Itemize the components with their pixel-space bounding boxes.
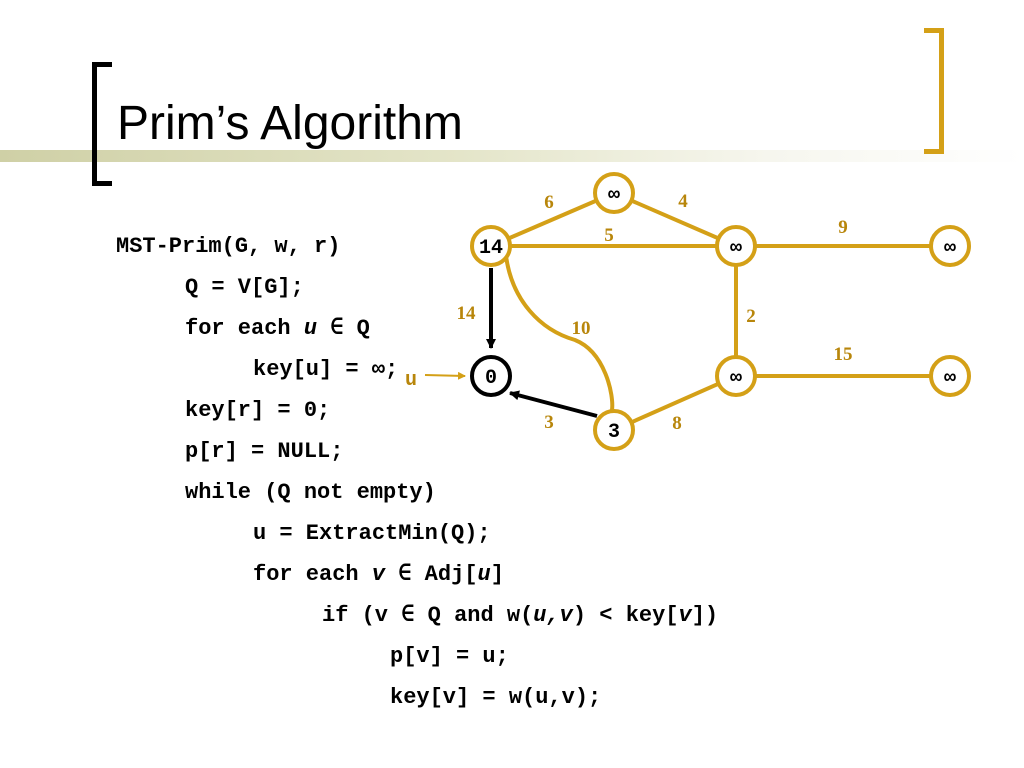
weight-mid-lower-right-lower: 15 xyxy=(834,344,853,365)
weight-left-root: 14 xyxy=(457,303,477,324)
edge-top-mid-upper xyxy=(613,191,737,248)
pseudocode-block: MST-Prim(G, w, r) Q = V[G]; for each u ∈… xyxy=(116,226,718,718)
node-mid-upper xyxy=(715,225,757,267)
node-left-key: 14 xyxy=(479,237,503,260)
weight-top-mid-upper: 4 xyxy=(678,191,688,212)
slide-title: Prim’s Algorithm xyxy=(117,97,463,150)
code-line-parent-root: p[r] = NULL; xyxy=(185,439,344,464)
edge-bottom-mid-lower xyxy=(613,374,737,432)
node-mid-lower xyxy=(715,355,757,397)
node-root xyxy=(470,355,512,397)
node-right-lower-key: ∞ xyxy=(944,367,956,390)
node-mid-lower-key: ∞ xyxy=(730,367,742,390)
node-right-lower xyxy=(929,355,971,397)
title-underline-band xyxy=(0,150,1024,162)
node-right-upper xyxy=(929,225,971,267)
code-line-signature: MST-Prim(G, w, r) xyxy=(116,234,341,259)
edge-left-bottom-curve xyxy=(504,255,615,411)
weight-left-mid-upper: 5 xyxy=(604,225,614,246)
weight-left-top: 6 xyxy=(544,192,554,213)
weight-bottom-mid-lower: 8 xyxy=(672,413,682,434)
code-line-init-queue: Q = V[G]; xyxy=(185,275,304,300)
weight-mid-vertical: 2 xyxy=(746,306,756,327)
code-line-set-key: key[v] = w(u,v); xyxy=(390,685,602,710)
code-line-extract-min: u = ExtractMin(Q); xyxy=(253,521,491,546)
edge-bottom-root-highlight xyxy=(509,390,598,418)
node-bottom xyxy=(593,409,635,451)
code-line-if-condition: if (v ∈ Q and w(u,v) < key[v]) xyxy=(322,603,719,628)
node-right-upper-key: ∞ xyxy=(944,237,956,260)
edge-left-top xyxy=(490,191,615,248)
code-line-for-each-v: for each v ∈ Adj[u] xyxy=(253,562,504,587)
node-root-key: 0 xyxy=(485,367,497,390)
code-line-set-parent: p[v] = u; xyxy=(390,644,509,669)
pointer-u-label: u xyxy=(405,369,417,392)
right-bracket-decoration xyxy=(924,28,944,154)
node-top xyxy=(593,172,635,214)
node-left xyxy=(470,225,512,267)
code-line-while: while (Q not empty) xyxy=(185,480,436,505)
node-mid-upper-key: ∞ xyxy=(730,237,742,260)
weight-mid-upper-right-upper: 9 xyxy=(838,217,848,238)
code-line-key-root: key[r] = 0; xyxy=(185,398,331,423)
weight-root-bottom: 3 xyxy=(544,412,554,433)
node-top-key: ∞ xyxy=(608,184,620,207)
node-bottom-key: 3 xyxy=(608,421,620,444)
code-line-for-each-u: for each u ∈ Q xyxy=(185,316,370,341)
pointer-u-arrow xyxy=(424,371,466,380)
weight-left-bottom: 10 xyxy=(572,318,591,339)
left-bracket-decoration xyxy=(92,62,112,186)
code-line-key-infinity: key[u] = ∞; xyxy=(253,357,399,382)
